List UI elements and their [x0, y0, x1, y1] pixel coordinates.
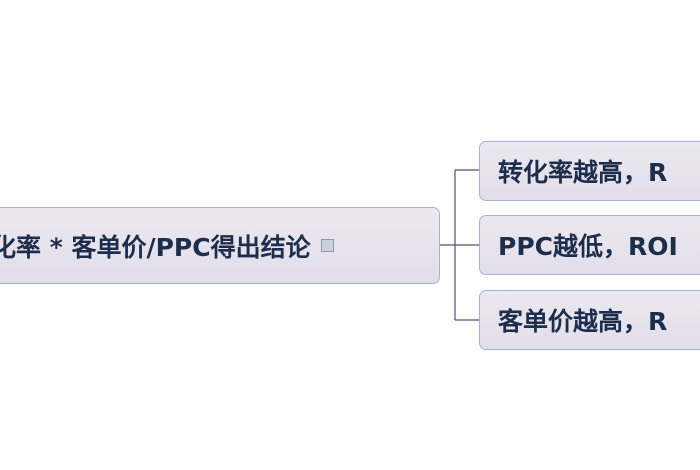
subtopic-order-value[interactable]: 客单价越高，R: [479, 290, 700, 350]
central-topic-label: 化率 * 客单价/PPC得出结论: [0, 232, 311, 262]
subtopic-ppc[interactable]: PPC越低，ROI: [479, 215, 700, 275]
subtopic-label: 转化率越高，R: [498, 158, 668, 187]
subtopic-label: 客单价越高，R: [498, 307, 668, 336]
note-icon[interactable]: [320, 239, 334, 252]
subtopic-conversion-rate[interactable]: 转化率越高，R: [479, 141, 700, 201]
central-topic[interactable]: 化率 * 客单价/PPC得出结论: [0, 207, 440, 284]
subtopic-label: PPC越低，ROI: [498, 232, 678, 261]
